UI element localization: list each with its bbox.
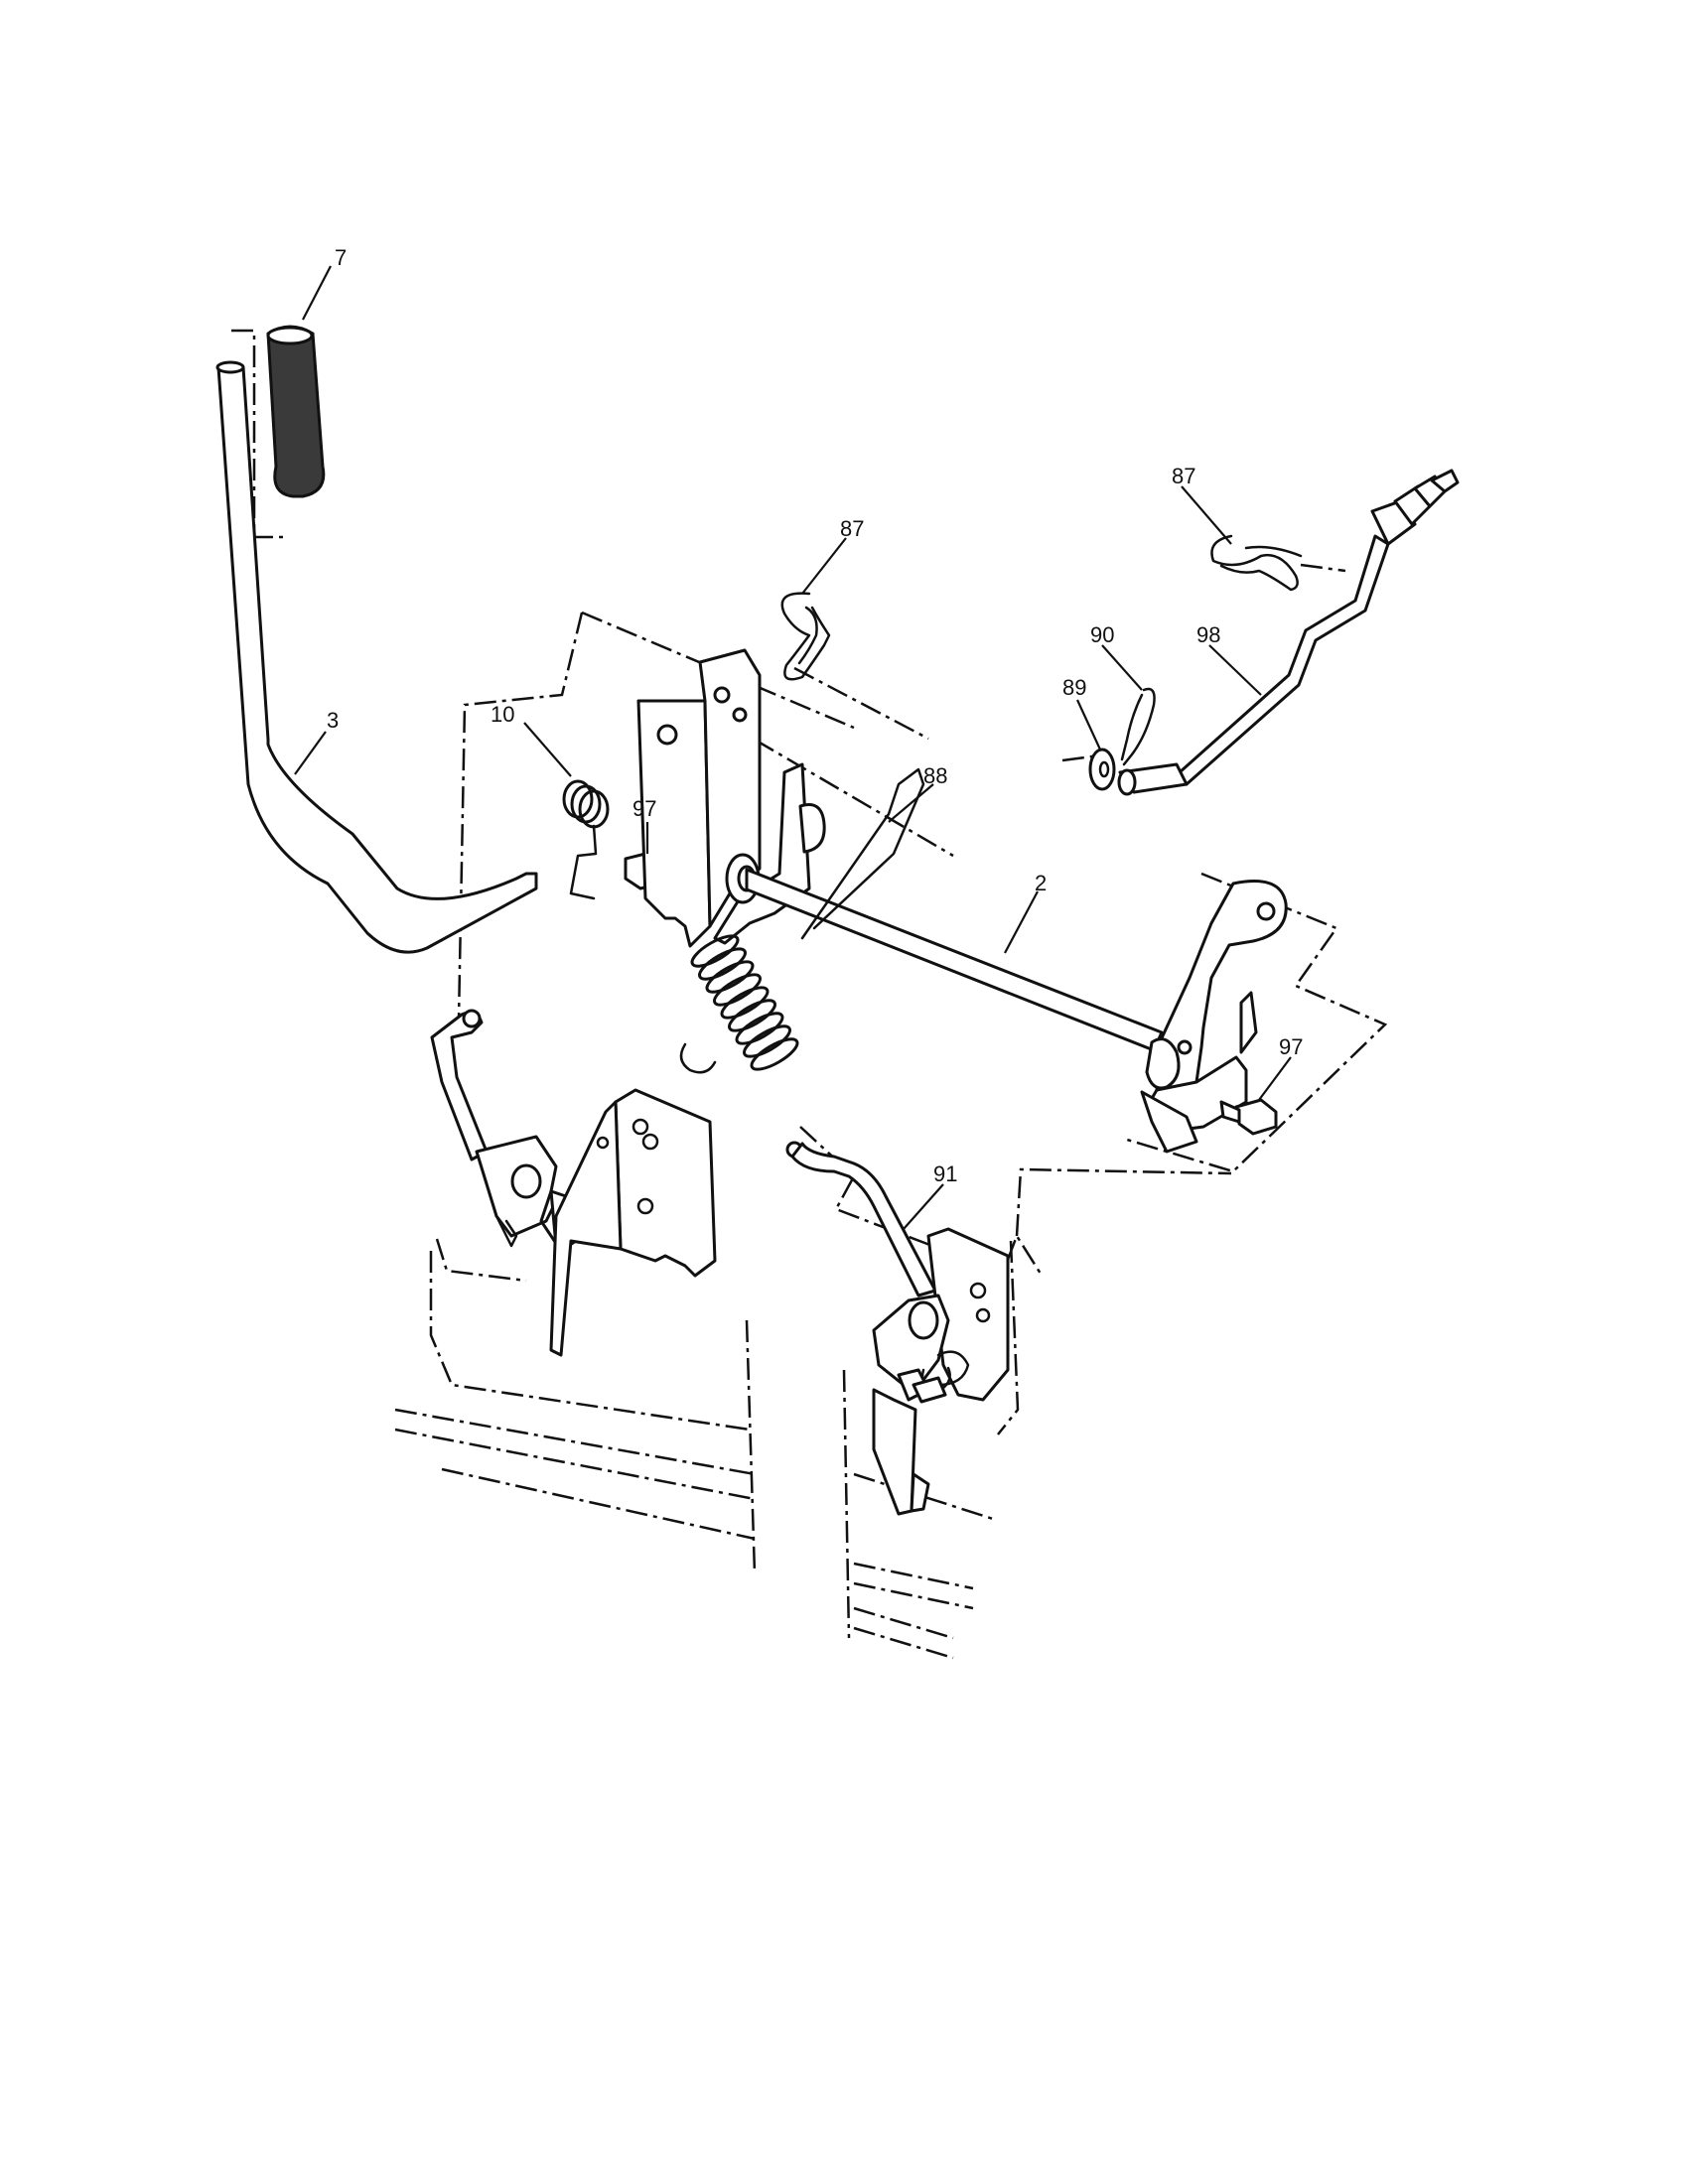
callout-2: 2 <box>1035 871 1047 895</box>
lift-handle-part-3 <box>215 360 538 954</box>
hairpin-clip-part-87-center <box>780 592 831 681</box>
callout-98: 98 <box>1196 622 1220 647</box>
phantom-lines <box>231 329 1388 1660</box>
hairpin-clip-part-87-right <box>1210 534 1303 592</box>
left-lift-link <box>430 1009 489 1161</box>
right-lift-arm <box>872 1227 1010 1516</box>
lift-shaft-part-2 <box>745 868 1164 1052</box>
callout-87-center: 87 <box>840 516 864 541</box>
cotter-pin-part-90 <box>1120 687 1156 766</box>
washer-part-89 <box>1088 748 1116 791</box>
callout-88: 88 <box>923 763 947 788</box>
handle-grip-part-7 <box>266 325 326 498</box>
callout-91: 91 <box>933 1161 957 1186</box>
bolt-part-97-right <box>1219 1098 1278 1136</box>
callout-90: 90 <box>1090 622 1114 647</box>
torsion-spring-part-10 <box>562 779 610 900</box>
callout-97-left: 97 <box>632 796 656 821</box>
callout-labels: 7 3 10 97 87 88 2 87 90 98 89 97 91 <box>327 245 1303 1186</box>
callout-7: 7 <box>335 245 347 270</box>
adjustment-rod-part-98 <box>1117 469 1460 796</box>
center-bracket <box>636 648 826 948</box>
callout-89: 89 <box>1062 675 1086 700</box>
leader-lines <box>294 265 1292 1230</box>
callout-87-right: 87 <box>1172 464 1195 488</box>
extension-spring-part-88 <box>679 767 925 1074</box>
callout-10: 10 <box>491 702 514 727</box>
callout-97-right: 97 <box>1279 1034 1303 1059</box>
left-lift-arm <box>475 1088 717 1357</box>
callout-3: 3 <box>327 708 339 733</box>
